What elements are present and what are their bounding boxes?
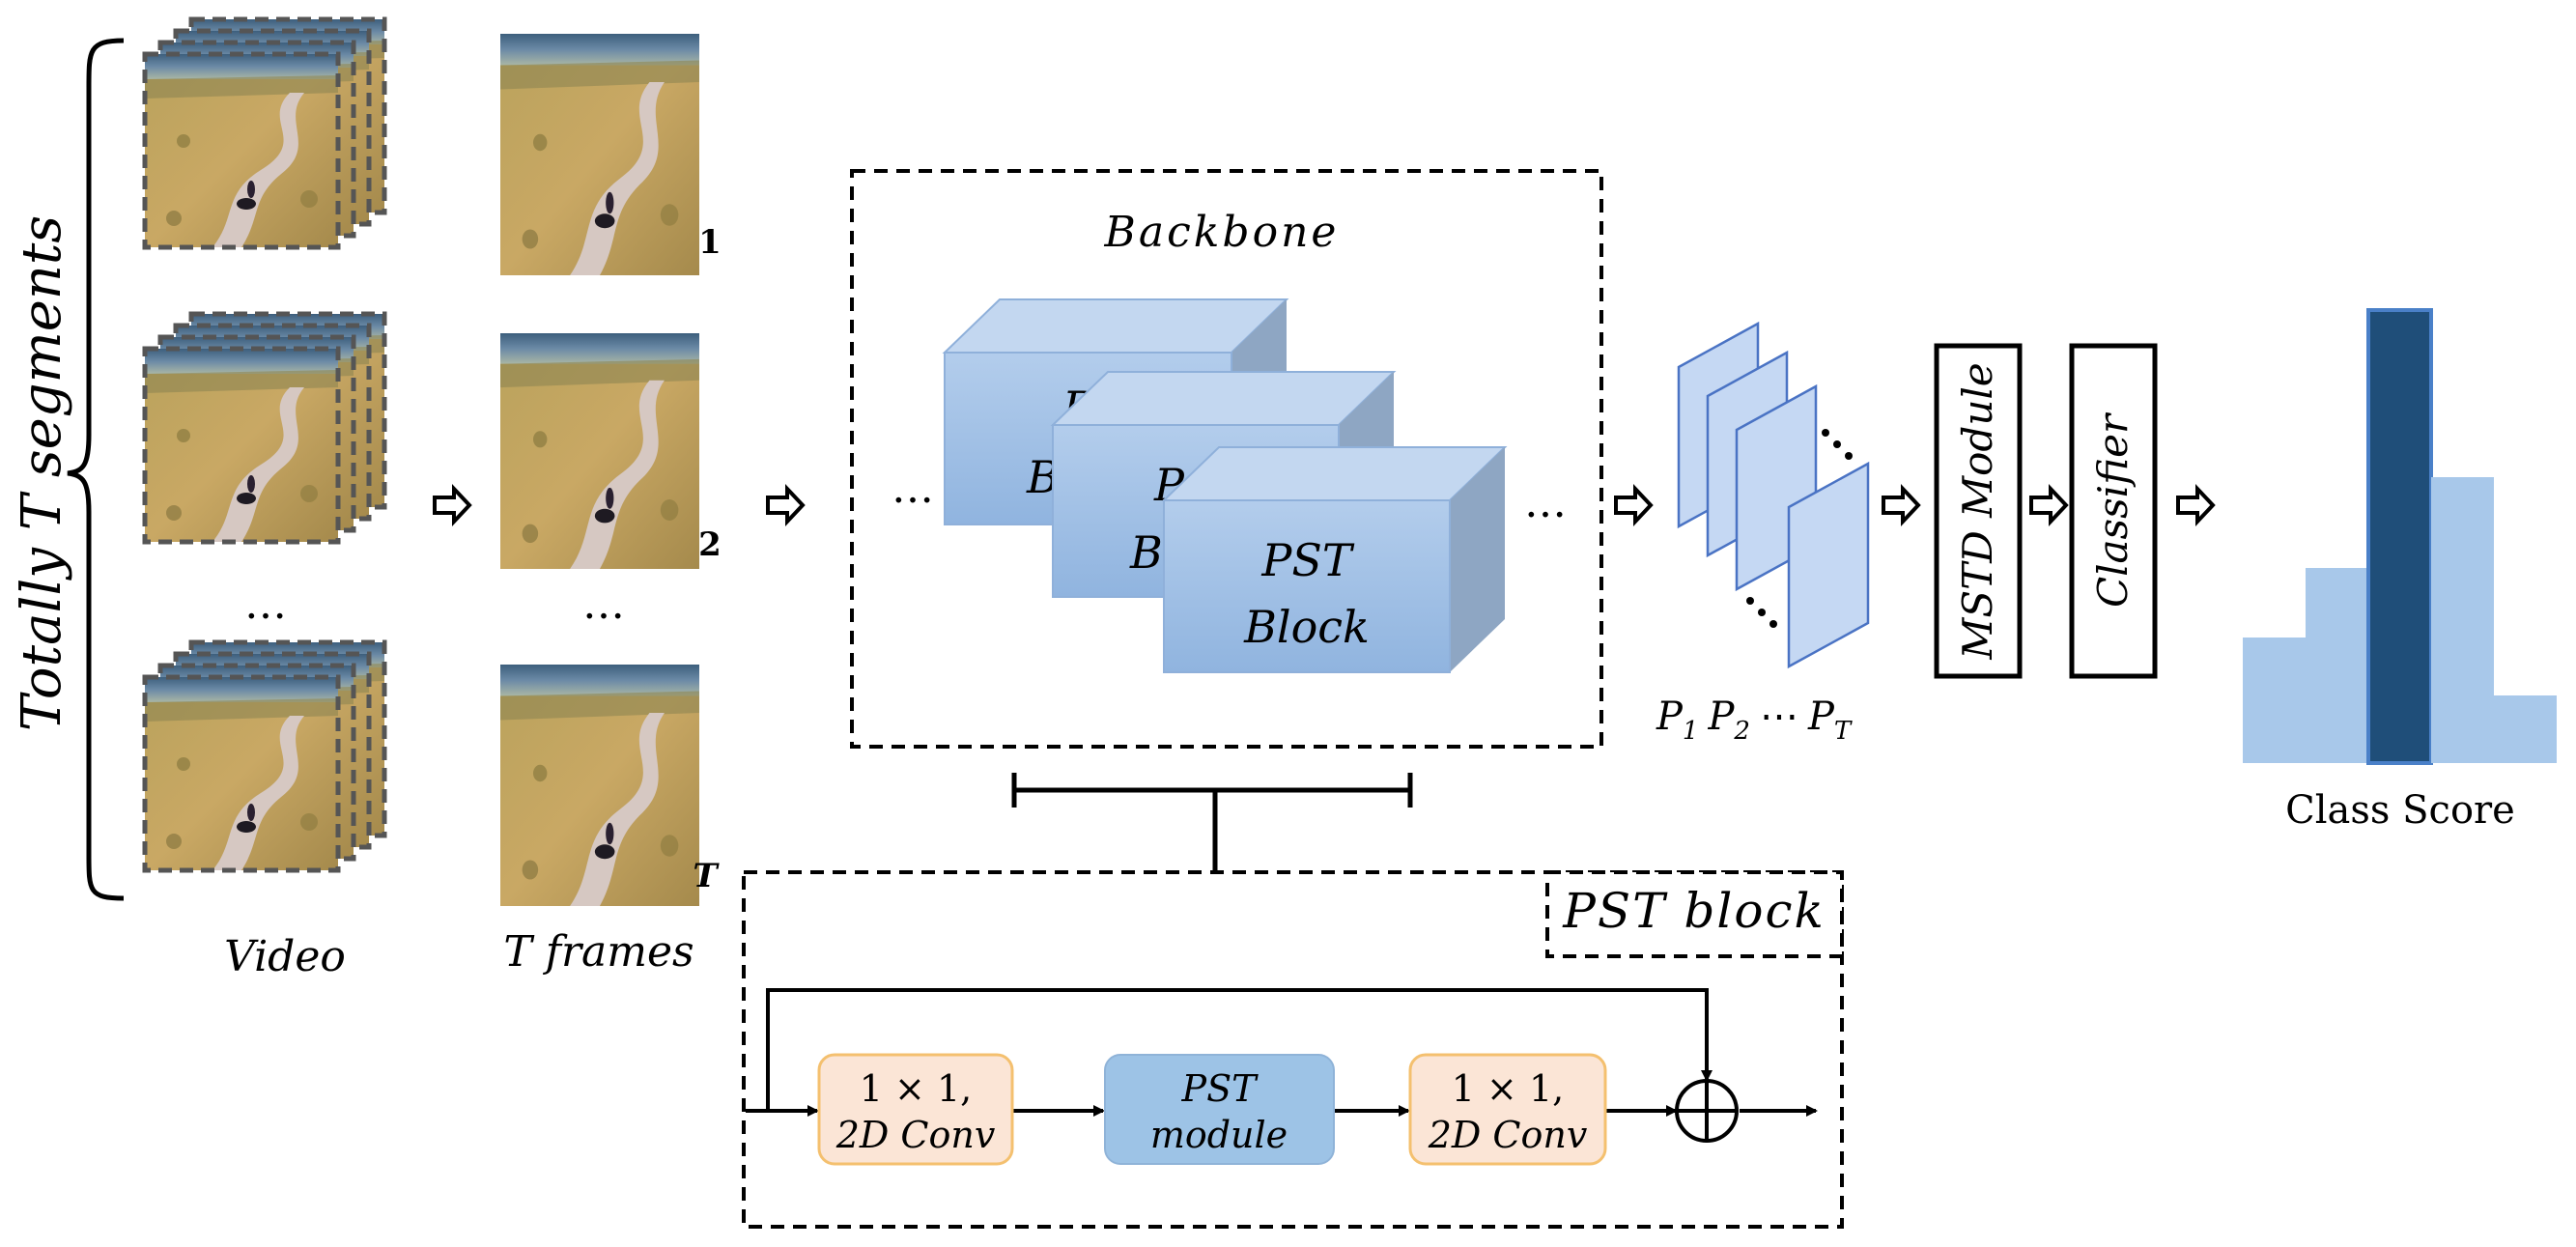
score-bar-1 xyxy=(2243,638,2306,763)
frame-2: 2 xyxy=(500,333,722,569)
arrow-mstd-to-classifier xyxy=(2029,487,2068,524)
frames-ellipsis: … xyxy=(582,580,625,629)
arrow-video-to-frames xyxy=(433,487,471,524)
conv1-line1: 1 × 1, xyxy=(860,1067,972,1110)
backbone-ellipsis-left: … xyxy=(892,464,934,513)
mstd-module-label: MSTD Module xyxy=(1954,362,2001,660)
arrow-features-to-mstd xyxy=(1882,487,1920,524)
conv1-box xyxy=(817,1053,1014,1166)
segments-brace xyxy=(67,38,125,901)
mstd-module-box xyxy=(1934,343,2023,679)
arrow-backbone-to-features xyxy=(1614,487,1653,524)
score-bar-5 xyxy=(2494,695,2557,763)
video-segment-1 xyxy=(145,19,384,247)
score-bar-4 xyxy=(2431,477,2494,763)
pst-module-line2: module xyxy=(1150,1114,1288,1156)
backbone-title: Backbone xyxy=(1104,208,1340,257)
pst-block-detail-box xyxy=(742,870,1844,1229)
class-score-label: Class Score xyxy=(2285,788,2515,833)
score-bar-3 xyxy=(2366,308,2433,765)
pst-block-title: PST block xyxy=(1562,883,1826,939)
video-segment-2 xyxy=(145,314,384,542)
classifier-label: Classifier xyxy=(2089,411,2137,608)
frame-number-1: 1 xyxy=(698,223,722,262)
pst-block-title-box xyxy=(1545,870,1844,958)
frame-t: T xyxy=(500,665,720,906)
backbone-detail-connector xyxy=(1011,773,1413,872)
class-score-bars xyxy=(2243,308,2557,765)
video-ellipsis: … xyxy=(244,580,287,629)
sum-node-icon xyxy=(1675,1079,1739,1143)
pst-module-box xyxy=(1104,1054,1335,1165)
arrow-frames-to-backbone xyxy=(766,487,805,524)
pst-block-cube-front: PST Block xyxy=(1161,446,1508,673)
conv2-box xyxy=(1408,1053,1607,1166)
conv1-line2: 2D Conv xyxy=(835,1114,996,1156)
backbone-box xyxy=(850,169,1603,749)
conv2-line2: 2D Conv xyxy=(1428,1114,1588,1156)
backbone-ellipsis-right: … xyxy=(1524,478,1567,527)
video-segment-t xyxy=(145,642,384,870)
pst-block-front-line2: Block xyxy=(1243,601,1370,653)
classifier-box xyxy=(2069,343,2158,679)
score-bar-2 xyxy=(2306,568,2368,763)
conv2-line1: 1 × 1, xyxy=(1452,1067,1564,1110)
feature-maps xyxy=(1677,321,1870,669)
feature-dots xyxy=(1746,429,1853,628)
frame-number-t: T xyxy=(693,857,720,895)
video-label: Video xyxy=(224,932,346,981)
pst-block-front-line1: PST xyxy=(1260,534,1354,586)
frame-number-2: 2 xyxy=(698,525,722,564)
frames-label: T frames xyxy=(503,927,694,977)
arrow-classifier-to-score xyxy=(2176,487,2215,524)
frame-1: 1 xyxy=(500,34,722,275)
pst-module-line1: PST xyxy=(1181,1067,1260,1110)
pst-block-middle-line2: B xyxy=(1129,526,1163,579)
skip-connection xyxy=(766,988,1713,1111)
segments-label: Totally T segments xyxy=(11,215,73,731)
